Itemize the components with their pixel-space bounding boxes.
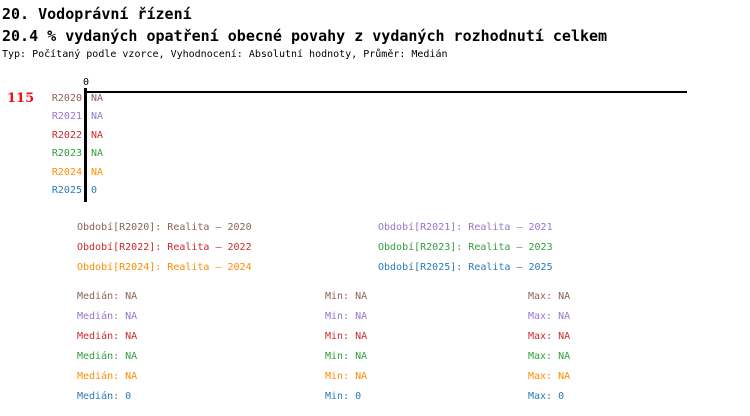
stat-min: Min: NA — [325, 351, 368, 362]
stat-median: Medián: NA — [77, 351, 138, 362]
stat-median: Medián: NA — [77, 371, 138, 382]
chart-row-label: R2025 — [51, 185, 82, 196]
chart-row-label: R2021 — [51, 111, 82, 122]
chart-row-label: R2020 — [51, 93, 82, 104]
stat-median: Medián: NA — [77, 291, 138, 302]
y-axis-line — [84, 88, 87, 202]
stat-max: Max: NA — [528, 291, 571, 302]
chart-row-label: R2024 — [51, 167, 82, 178]
stat-max: Max: NA — [528, 311, 571, 322]
chart-row-value: NA — [91, 93, 104, 104]
sample-count: 115 — [7, 91, 35, 106]
legend-item: Období[R2025]: Realita – 2025 — [378, 262, 553, 273]
stat-min: Min: NA — [325, 371, 368, 382]
stat-median: Medián: 0 — [77, 391, 132, 402]
report-title: 20. Vodoprávní řízení — [2, 5, 192, 23]
stat-max: Max: 0 — [528, 391, 565, 402]
indicator-meta: Typ: Počítaný podle vzorce, Vyhodnocení:… — [2, 49, 448, 60]
chart-row-value: NA — [91, 148, 104, 159]
stat-min: Min: NA — [325, 311, 368, 322]
stat-max: Max: NA — [528, 331, 571, 342]
chart-row-value: 0 — [91, 185, 98, 196]
chart-row-label: R2022 — [51, 130, 82, 141]
indicator-title: 20.4 % vydaných opatření obecné povahy z… — [2, 27, 608, 45]
chart-row-value: NA — [91, 167, 104, 178]
stat-max: Max: NA — [528, 371, 571, 382]
chart-row-label: R2023 — [51, 148, 82, 159]
legend-item: Období[R2021]: Realita – 2021 — [378, 222, 553, 233]
stat-min: Min: 0 — [325, 391, 362, 402]
stat-median: Medián: NA — [77, 311, 138, 322]
stat-max: Max: NA — [528, 351, 571, 362]
legend-item: Období[R2023]: Realita – 2023 — [378, 242, 553, 253]
legend-item: Období[R2020]: Realita – 2020 — [77, 222, 252, 233]
stat-min: Min: NA — [325, 331, 368, 342]
chart-row-value: NA — [91, 130, 104, 141]
legend-item: Období[R2022]: Realita – 2022 — [77, 242, 252, 253]
axis-zero-tick-label: 0 — [82, 77, 90, 88]
chart-row-value: NA — [91, 111, 104, 122]
x-axis-line — [84, 91, 687, 93]
stat-median: Medián: NA — [77, 331, 138, 342]
stat-min: Min: NA — [325, 291, 368, 302]
legend-item: Období[R2024]: Realita – 2024 — [77, 262, 252, 273]
